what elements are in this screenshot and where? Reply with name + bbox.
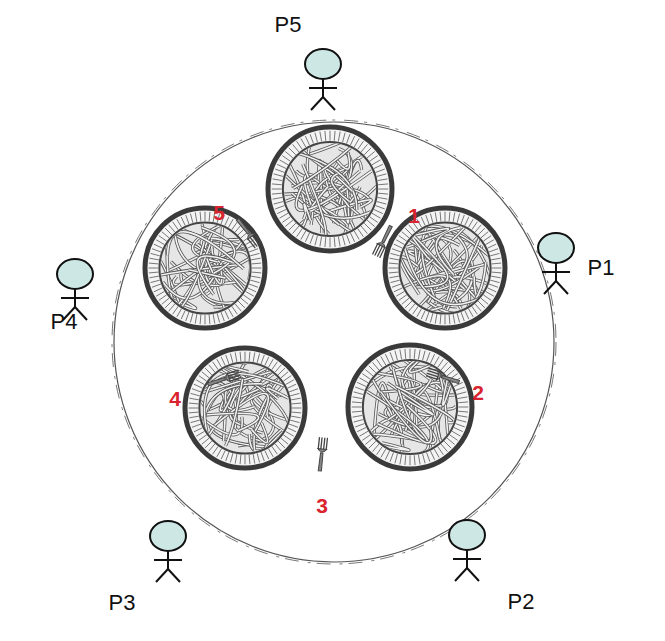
philosopher-label: P1: [588, 257, 615, 279]
plate: [185, 348, 305, 468]
plates: [145, 127, 505, 469]
plate: [348, 345, 472, 469]
plate-rim: [185, 348, 305, 468]
fork: [372, 224, 395, 258]
plate-rim: [145, 208, 265, 328]
philosopher-figure: [305, 49, 341, 110]
philosopher-figure: [150, 521, 186, 582]
fork-number: 2: [472, 382, 484, 403]
plate-rim-ridges: [149, 212, 262, 325]
pasta-strands: [281, 140, 377, 240]
plate-rim: [268, 127, 392, 251]
fork-number: 3: [316, 495, 328, 516]
plate-rim-ridges: [189, 352, 302, 465]
fork: [315, 438, 328, 472]
pasta-strands: [398, 220, 492, 315]
table-edge-texture: [112, 120, 556, 564]
fork-number: 5: [213, 202, 225, 223]
pasta-strands: [361, 358, 456, 456]
plate-rim: [385, 208, 505, 328]
plate: [145, 208, 265, 328]
pasta-bed: [199, 362, 290, 453]
philosopher-figure: [449, 520, 485, 581]
plate-rim-ridges: [352, 349, 469, 466]
plate: [385, 208, 505, 328]
philosophers: [57, 49, 574, 582]
philosopher-label: P2: [508, 591, 535, 613]
pasta-strands: [196, 358, 291, 451]
pasta-strands: [155, 222, 250, 314]
fork-number: 4: [169, 388, 181, 409]
fork: [207, 370, 241, 389]
plate-rim: [348, 345, 472, 469]
philosopher-label: P3: [109, 592, 136, 614]
philosopher-label: P5: [275, 14, 302, 36]
plate: [268, 127, 392, 251]
plate-rim-ridges: [272, 131, 389, 248]
plate-rim-ridges: [389, 212, 502, 325]
philosopher-figure: [538, 233, 574, 294]
fork: [426, 368, 460, 387]
fork-number: 1: [408, 205, 420, 226]
table-edge: [114, 122, 554, 562]
philosopher-label: P4: [51, 311, 78, 333]
forks: [207, 216, 461, 471]
fork: [234, 216, 261, 248]
pasta-bed: [363, 360, 457, 454]
table: [112, 120, 556, 564]
